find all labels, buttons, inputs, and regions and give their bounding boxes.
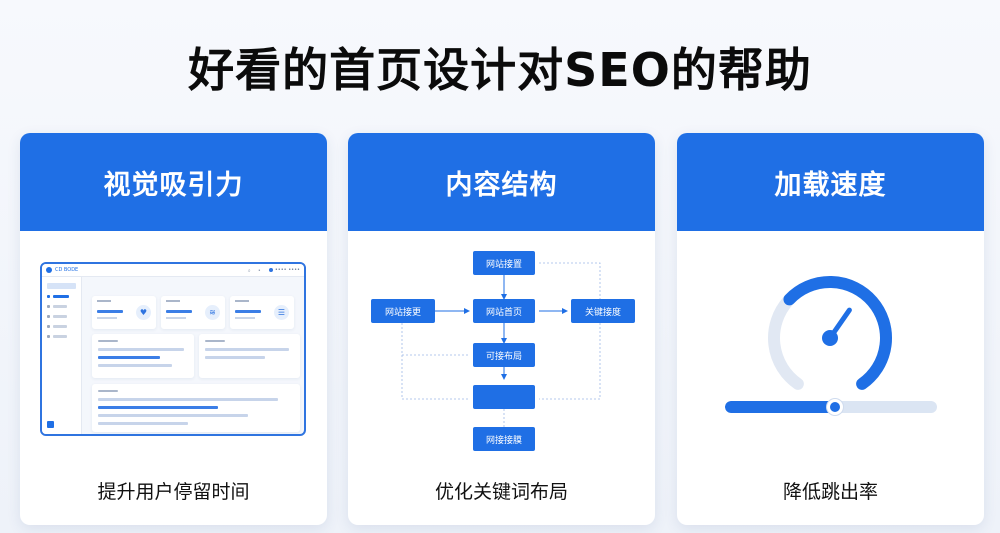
content-panel [92,334,194,378]
speedometer-icon [768,276,892,390]
stat-card: ☰ [230,296,294,329]
heart-icon: ♥ [136,305,151,320]
card-caption: 降低跳出率 [782,481,878,503]
card-header: 加载速度 [677,133,984,231]
stat-card: ♥ [92,296,156,329]
card-caption: 优化关键词布局 [434,481,568,503]
stat-card: ≋ [161,296,225,329]
flow-node-center: 网站首页 [473,299,535,323]
dashboard-topbar: CD BODE ⌕ • •••• •••• [42,264,304,277]
speed-slider-fill [725,401,836,413]
dashboard-user: •••• •••• [274,267,300,273]
sidebar-item [47,295,76,298]
content-panel [199,334,300,378]
sidebar-item [47,325,76,328]
flow-node-bottom: 网接接膜 [473,427,535,451]
search-icon: ⌕ [247,268,251,274]
content-panel [92,384,300,432]
sidebar-footer-icon [47,421,54,428]
avatar [268,268,273,272]
card-caption: 提升用户停留时间 [97,481,250,503]
flow-node-right: 关键接度 [571,299,635,323]
card-load-speed: 加载速度 降低跳出率 [677,133,984,525]
speed-slider-thumb [827,399,844,415]
notification-icon: • [257,268,261,274]
card-header: 内容结构 [348,133,655,231]
flow-node-left: 网站接更 [371,299,435,323]
card-header: 视觉吸引力 [20,133,327,231]
dashboard-brand: CD BODE [55,267,79,273]
gauge-hub [822,330,838,346]
card-content-structure: 内容结构 网站接置 网站接更 网站首页 关键接度 可接布局 网接接膜 优化关键词… [348,133,655,525]
flow-node-middle: 可接布局 [473,343,535,367]
layers-icon: ≋ [205,305,220,320]
dashboard-mockup: CD BODE ⌕ • •••• •••• ♥ ≋ ☰ [40,262,306,436]
sidebar-header [47,283,76,289]
flow-node-top: 网站接置 [473,251,535,275]
sidebar-item [47,335,76,338]
flow-node-lower [473,385,535,409]
sidebar-item [47,305,76,308]
stack-icon: ☰ [274,305,289,320]
speed-slider-track [725,401,937,413]
flow-connectors [401,262,601,427]
sidebar-item [47,315,76,318]
dashboard-sidebar [42,277,82,434]
card-visual-appeal: 视觉吸引力 CD BODE ⌕ • •••• •••• ♥ ≋ [20,133,327,525]
logo-icon [46,267,52,273]
gauge-arc [783,276,892,390]
page-title: 好看的首页设计对SEO的帮助 [188,43,812,97]
